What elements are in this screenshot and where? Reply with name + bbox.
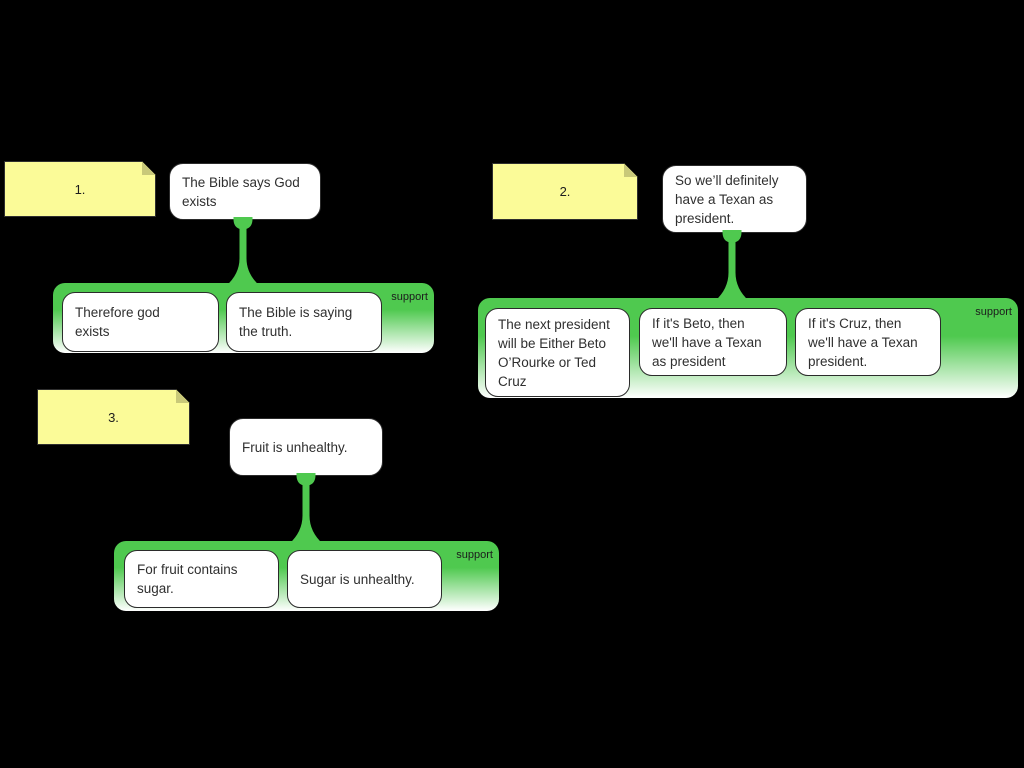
note-2-number: 2.: [559, 184, 571, 199]
note-fold-icon: [176, 389, 190, 403]
premise-1-2-text: The Bible is saying the truth.: [239, 305, 353, 339]
claim-box-1[interactable]: The Bible says God exists: [169, 163, 321, 220]
premise-3-2-text: Sugar is unhealthy.: [300, 571, 415, 587]
note-3-number: 3.: [108, 409, 119, 425]
support-connector-3[interactable]: [276, 473, 336, 544]
claim-2-text: So we’ll definitely have a Texan as pres…: [675, 172, 779, 226]
support-group-3[interactable]: support For fruit contains sugar. Sugar …: [114, 541, 499, 611]
premise-box-1-1[interactable]: Therefore god exists: [62, 292, 219, 352]
note-fold-icon: [142, 161, 156, 175]
premise-2-2-text: If it's Beto, then we'll have a Texan as…: [652, 315, 762, 369]
premise-box-2-3[interactable]: If it's Cruz, then we'll have a Texan pr…: [795, 308, 941, 376]
premise-3-1-text: For fruit contains sugar.: [137, 562, 238, 596]
premise-box-3-2[interactable]: Sugar is unhealthy.: [287, 550, 442, 608]
premise-2-3-text: If it's Cruz, then we'll have a Texan pr…: [808, 315, 918, 369]
note-1-number: 1.: [74, 181, 86, 197]
support-label-1: support: [391, 291, 428, 303]
support-connector-2[interactable]: [702, 230, 762, 301]
premise-box-3-1[interactable]: For fruit contains sugar.: [124, 550, 279, 608]
premise-box-2-2[interactable]: If it's Beto, then we'll have a Texan as…: [639, 308, 787, 376]
note-3[interactable]: 3.: [37, 389, 190, 445]
support-connector-1[interactable]: [213, 217, 273, 286]
premise-1-1-text: Therefore god exists: [75, 305, 160, 339]
claim-3-text: Fruit is unhealthy.: [242, 439, 348, 455]
claim-box-3[interactable]: Fruit is unhealthy.: [229, 418, 383, 476]
support-label-2: support: [975, 306, 1012, 318]
support-group-2[interactable]: support The next president will be Eithe…: [478, 298, 1018, 398]
note-2[interactable]: 2.: [492, 163, 638, 220]
claim-box-2[interactable]: So we’ll definitely have a Texan as pres…: [662, 165, 807, 233]
premise-2-1-text: The next president will be Either Beto O…: [498, 316, 610, 389]
premise-box-2-1[interactable]: The next president will be Either Beto O…: [485, 308, 630, 397]
note-1[interactable]: 1.: [4, 161, 156, 217]
support-label-3: support: [456, 549, 493, 561]
support-group-1[interactable]: support Therefore god exists The Bible i…: [53, 283, 434, 353]
claim-1-text: The Bible says God exists: [182, 174, 300, 209]
note-fold-icon: [624, 163, 638, 177]
premise-box-1-2[interactable]: The Bible is saying the truth.: [226, 292, 382, 352]
